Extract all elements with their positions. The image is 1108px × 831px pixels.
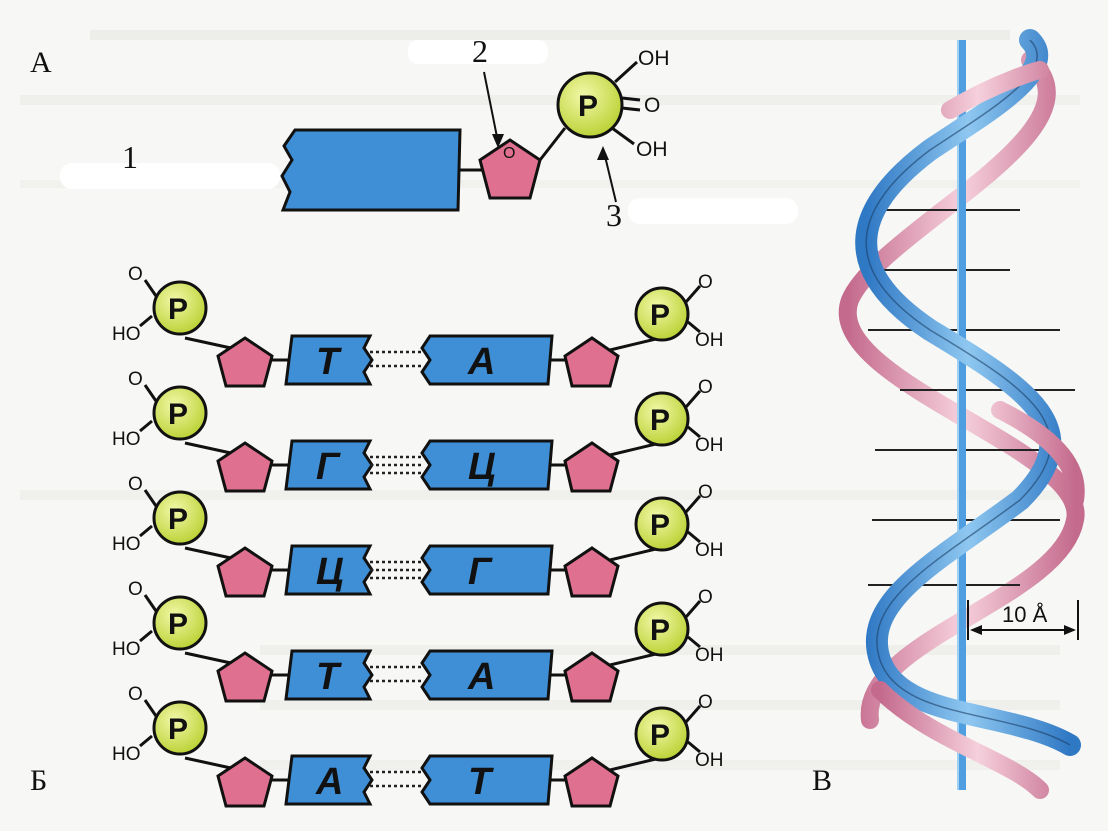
panel-v-double-helix [838,29,1085,799]
chain-oh-right: OH [695,750,724,771]
chain-o-right: O [698,587,713,608]
chain-base-left-letter: Ц [316,551,344,593]
nucleotide-oh-bottom: OH [636,138,668,161]
chain-o-right: O [698,272,713,293]
chain-sugar-right [563,441,620,493]
chain-phosphate-left-letter: P [168,293,188,326]
nucleotide-sugar [478,138,542,200]
chain-phosphate-left [152,280,208,336]
chain-phosphate-right [634,286,690,342]
chain-phosphate-left [152,595,208,651]
helix-strand-pink-front [871,61,1085,799]
chain-o-right: O [698,692,713,713]
label-3-phosphate: 3 [606,197,622,233]
chain-sugar-right [563,336,620,388]
nucleotide-oh-top: OH [638,47,670,70]
chain-ho-left: HO [112,429,141,450]
chain-base-left [284,334,374,386]
chain-base-left [284,439,374,491]
chain-phosphate-right-letter: P [650,299,670,332]
chain-phosphate-right [634,391,690,447]
chain-base-right-letter: А [467,341,495,383]
nucleotide-phosphate [556,71,624,139]
chain-base-right-letter: А [467,656,495,698]
chain-base-left-letter: Т [316,656,342,698]
chain-sugar-left [216,546,274,598]
chain-base-left-letter: Г [316,446,341,488]
chain-base-right [420,544,554,596]
chain-phosphate-left [152,385,208,441]
panel-b-label: Б [30,764,47,797]
chain-oh-right: OH [695,330,724,351]
panel-a-nucleotide [280,60,641,212]
chain-phosphate-right [634,601,690,657]
chain-base-left-letter: А [315,761,343,803]
chain-sugar-left [216,756,274,808]
chain-base-left-letter: Т [316,341,342,383]
chain-o-right: O [698,377,713,398]
chain-sugar-left [216,441,274,493]
chain-oh-right: OH [695,435,724,456]
chain-o-right: O [698,482,713,503]
chain-sugar-left [216,651,274,703]
chain-base-right-letter: Т [468,761,494,803]
nucleotide-phosphate-letter: P [578,90,598,123]
chain-phosphate-right [634,496,690,552]
chain-phosphate-left [152,490,208,546]
panel-a-label: А [30,46,52,79]
chain-sugar-right [563,756,620,808]
chain-base-left [284,544,374,596]
chain-base-right-letter: Ц [468,446,496,488]
chain-phosphate-left [152,700,208,756]
chain-ho-left: HO [112,534,141,555]
chain-base-right [420,649,554,701]
chain-phosphate-right-letter: P [650,719,670,752]
chain-phosphate-left-letter: P [168,713,188,746]
chain-phosphate-left-letter: P [168,608,188,641]
chain-oh-right: OH [695,540,724,561]
chain-base-right [420,439,554,491]
chain-sugar-right [563,651,620,703]
nucleotide-o: O [644,94,660,117]
chain-phosphate-left-letter: P [168,503,188,536]
chain-base-right [420,334,554,386]
redaction-marks [60,40,798,224]
chain-ho-left: HO [112,744,141,765]
label-1-base: 1 [122,139,138,175]
chain-o-left: O [128,474,143,495]
chain-base-right-letter: Г [468,551,493,593]
chain-sugar-left [216,336,274,388]
chain-ho-left: HO [112,639,141,660]
helix-pitch-label: 10 Å [1002,602,1048,627]
chain-phosphate-right-letter: P [650,404,670,437]
chain-phosphate-left-letter: P [168,398,188,431]
chain-phosphate-right-letter: P [650,509,670,542]
chain-base-left [284,649,374,701]
nucleotide-ring-o: O [503,145,515,162]
chain-base-right [420,754,554,806]
chain-o-left: O [128,684,143,705]
chain-o-left: O [128,579,143,600]
chain-phosphate-right [634,706,690,762]
chain-ho-left: HO [112,324,141,345]
chain-phosphate-right-letter: P [650,614,670,647]
chain-o-left: O [128,369,143,390]
chain-base-left [284,754,374,806]
nucleotide-base [280,128,462,212]
label-2-sugar: 2 [472,33,488,69]
panel-v-label: В [812,764,832,797]
chain-oh-right: OH [695,645,724,666]
chain-o-left: O [128,264,143,285]
chain-sugar-right [563,546,620,598]
